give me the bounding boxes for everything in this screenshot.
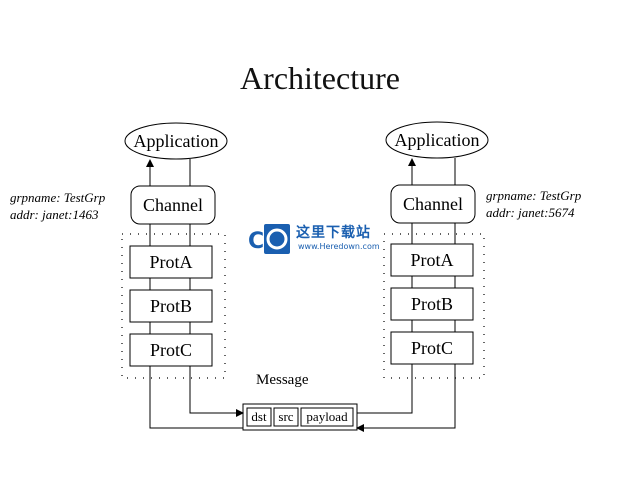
- message-field-src-box: [273, 407, 299, 427]
- watermark-url: www.Heredown.com: [298, 242, 380, 251]
- right-channel-label: Channel: [403, 194, 463, 214]
- message-field-dst-box: [246, 407, 272, 427]
- right-prota-node: [390, 243, 474, 277]
- left-channel-label: Channel: [143, 195, 203, 215]
- left-prota-node: [129, 245, 213, 279]
- right-application-node: [385, 121, 489, 159]
- left-prota-label: ProtA: [149, 252, 192, 272]
- right-group-annotation: grpname: TestGrp addr: janet:5674: [486, 187, 581, 221]
- right-grpname: grpname: TestGrp: [486, 188, 582, 203]
- left-protb-label: ProtB: [150, 296, 192, 316]
- message-field-src: src: [278, 409, 293, 424]
- left-channel-node: [130, 185, 216, 225]
- right-protocol-stack-boundary: [383, 233, 485, 379]
- watermark: C 这里下载站 www.Heredown.com: [246, 222, 396, 262]
- message-label: Message: [256, 372, 309, 388]
- watermark-logo-icon: C: [248, 224, 290, 254]
- watermark-logo-letter: C: [248, 229, 264, 254]
- left-protc-label: ProtC: [150, 340, 192, 360]
- left-group-annotation: grpname: TestGrp addr: janet:1463: [10, 189, 105, 223]
- right-addr: addr: janet:5674: [486, 205, 575, 220]
- right-receive-path: [357, 364, 413, 414]
- left-receive-path: [149, 366, 243, 429]
- message-field-payload: payload: [306, 409, 348, 424]
- left-protc-node: [129, 333, 213, 367]
- message-field-dst: dst: [251, 409, 267, 424]
- right-send-path: [356, 364, 456, 432]
- watermark-text: 这里下载站: [296, 225, 371, 241]
- left-send-path: [189, 366, 244, 417]
- right-prota-label: ProtA: [410, 250, 453, 270]
- left-grpname: grpname: TestGrp: [10, 190, 106, 205]
- right-protc-node: [390, 331, 474, 365]
- left-protb-node: [129, 289, 213, 323]
- message-field-payload-box: [300, 407, 354, 427]
- right-protb-node: [390, 287, 474, 321]
- left-application-label: Application: [134, 131, 219, 151]
- left-addr: addr: janet:1463: [10, 207, 99, 222]
- right-application-label: Application: [395, 130, 480, 150]
- left-application-node: [124, 122, 228, 160]
- slide-title: Architecture: [240, 60, 400, 96]
- right-channel-node: [390, 184, 476, 224]
- right-protc-label: ProtC: [411, 338, 453, 358]
- right-protb-label: ProtB: [411, 294, 453, 314]
